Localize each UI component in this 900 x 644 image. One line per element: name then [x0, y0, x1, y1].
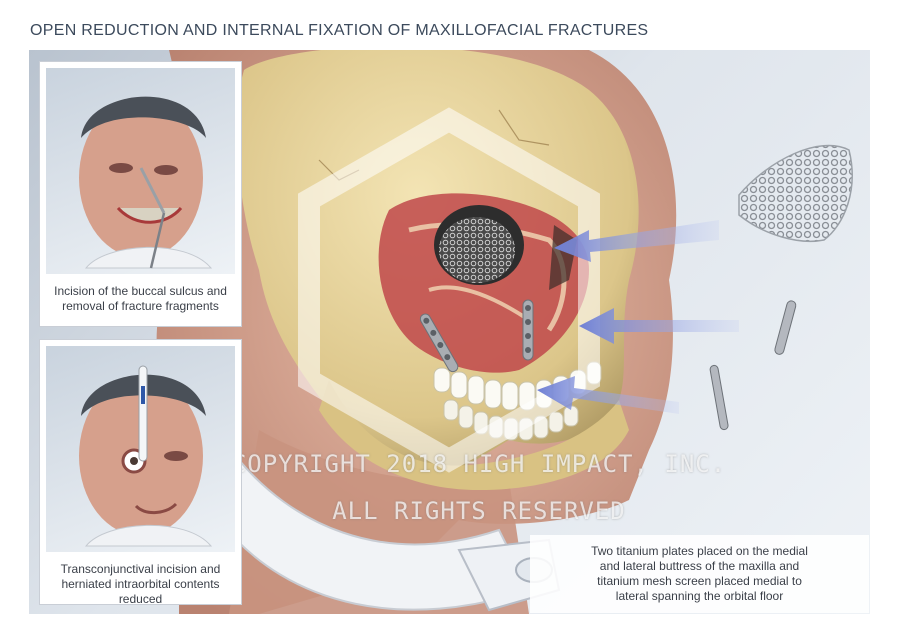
inset-image-buccal — [46, 68, 235, 274]
inset-caption-buccal: Incision of the buccal sulcus and remova… — [54, 284, 227, 313]
orbital-mesh — [439, 217, 515, 283]
mandible — [319, 380, 629, 490]
inset-caption-transconjunctival: Transconjunctival incision and herniated… — [60, 562, 221, 606]
titanium-plate-left — [419, 313, 459, 373]
titanium-plate-loose-lower — [709, 364, 729, 431]
titanium-plate-loose-upper — [774, 300, 797, 355]
watermark-logo — [298, 107, 600, 473]
titanium-mesh-screen — [738, 144, 853, 242]
watermark-line-2: ALL RIGHTS RESERVED — [332, 497, 626, 525]
illustration-stage: COPYRIGHT 2018 HIGH IMPACT, INC. ALL RIG… — [29, 50, 870, 614]
main-illustration — [156, 50, 853, 614]
arrow-medial-plate — [537, 376, 679, 414]
main-caption-text: Two titanium plates placed on the medial… — [591, 544, 808, 603]
watermark-line-1: COPYRIGHT 2018 HIGH IMPACT, INC. — [231, 450, 727, 478]
main-caption: Two titanium plates placed on the medial… — [530, 535, 869, 613]
titanium-plate-right — [522, 299, 534, 361]
inset-panel-buccal: Incision of the buccal sulcus and remova… — [40, 62, 241, 326]
page-title: OPEN REDUCTION AND INTERNAL FIXATION OF … — [30, 22, 649, 39]
inset-panel-transconjunctival: Transconjunctival incision and herniated… — [40, 340, 241, 606]
arrow-lateral-plate — [579, 308, 739, 344]
arrow-orbital-mesh — [554, 220, 719, 262]
inset-image-transconjunctival — [46, 346, 235, 552]
